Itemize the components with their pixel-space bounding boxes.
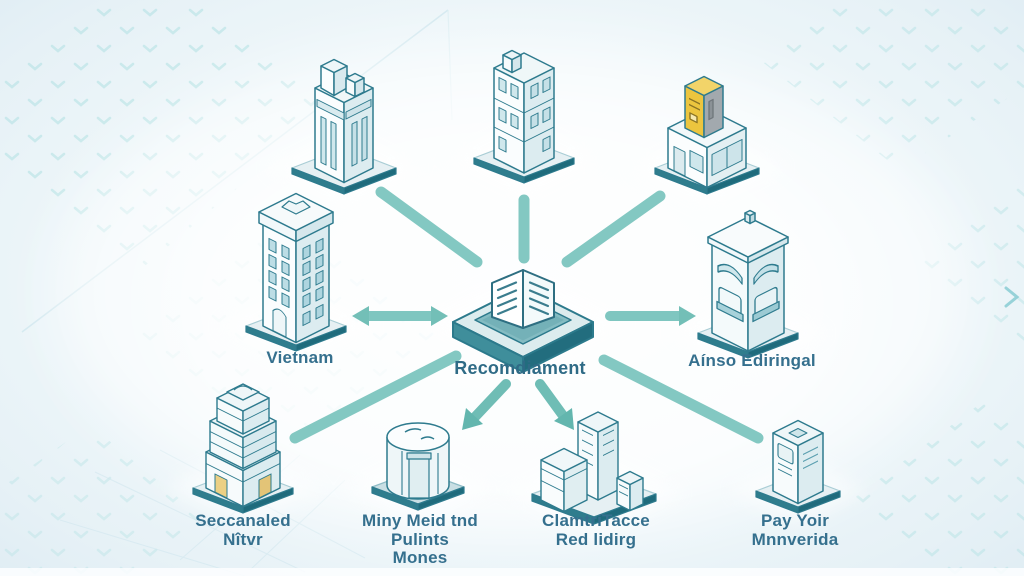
open-book-icon — [491, 269, 555, 329]
node-label-ainso: Aínso Ediringal — [688, 351, 816, 370]
arrow-hub-seccanaled — [289, 350, 462, 444]
building-top-right — [654, 75, 760, 195]
hub-platform-right — [522, 321, 594, 373]
node-label-vietnam: Vietnam — [266, 348, 334, 367]
arrow-hub-clamtr — [535, 379, 574, 430]
node-label-pay: Pay Yoir Mnnverida — [751, 511, 839, 549]
hub-recomdiament — [452, 269, 594, 373]
node-label-miny: Miny Meid tnd Pulints Mones — [362, 511, 478, 567]
arrow-topleft-to-hub — [375, 186, 483, 268]
node-halos — [163, 118, 868, 537]
node-label-clamtr: ClamtríTacce Red lidirg — [542, 511, 650, 549]
building-pay — [755, 419, 841, 514]
building-ainso — [697, 209, 799, 359]
arrow-hub-pay — [598, 354, 764, 444]
connectors — [289, 186, 764, 444]
node-label-seccanaled: Seccanaled Nîtvr — [195, 511, 291, 549]
building-vietnam — [245, 192, 347, 352]
building-top-center — [473, 49, 575, 184]
building-miny — [371, 422, 465, 511]
arrow-hub-ainso — [605, 306, 696, 326]
building-clamtr — [531, 411, 657, 525]
arrow-topright-to-hub — [561, 190, 666, 268]
arrow-hub-miny — [462, 379, 511, 430]
building-seccanaled — [192, 383, 294, 514]
node-label-center: Recomdiament — [454, 358, 586, 378]
building-top-left — [291, 58, 397, 195]
machine-icon — [684, 75, 724, 139]
arrow-vietnam-hub — [352, 306, 448, 326]
